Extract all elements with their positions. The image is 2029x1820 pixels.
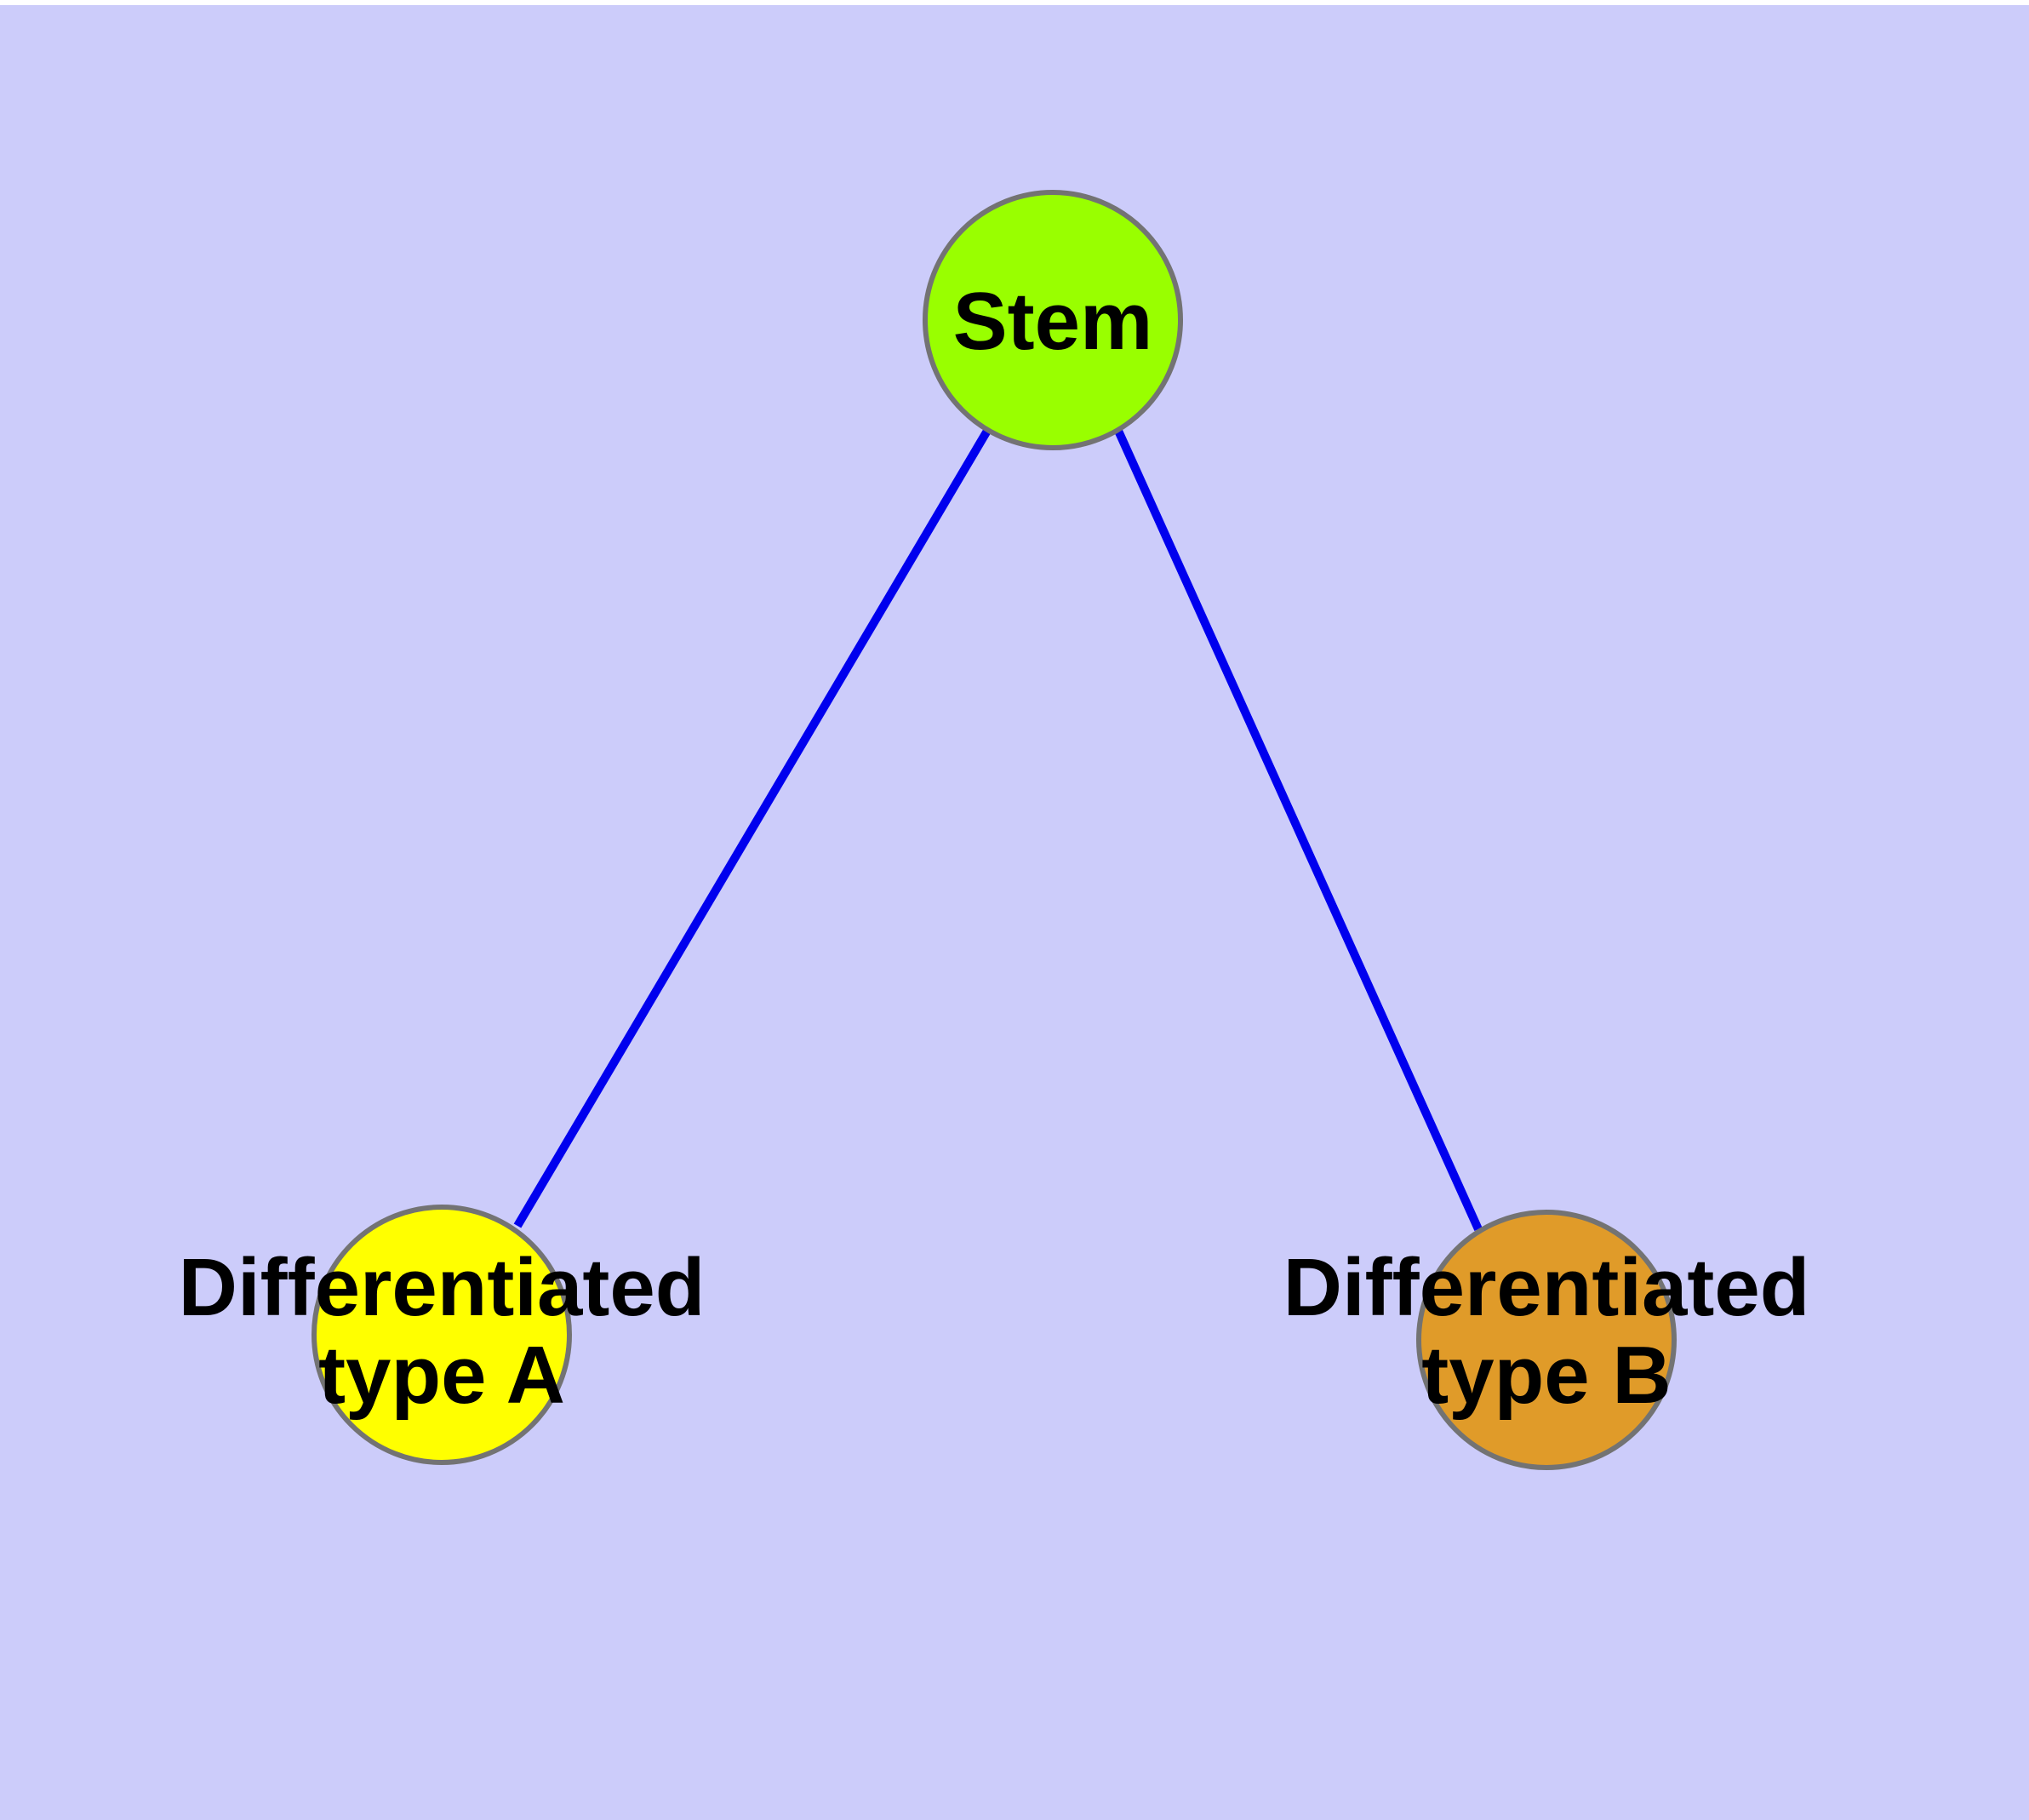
- node-differentiated-type-a-circle[interactable]: [311, 1205, 572, 1465]
- label-layer: Stem Differentiated type A Differentiate…: [179, 276, 1810, 1421]
- node-differentiated-type-a[interactable]: [311, 1205, 572, 1465]
- node-differentiated-type-b-label-line1: Differentiated: [1283, 1242, 1810, 1333]
- node-stem-label: Stem: [953, 276, 1153, 367]
- edge-layer: [513, 428, 1483, 1232]
- node-layer: [311, 190, 1677, 1470]
- edge-stem-to-differentiated-type-b[interactable]: [1114, 428, 1483, 1232]
- node-differentiated-type-b-circle[interactable]: [1416, 1210, 1677, 1470]
- node-differentiated-type-a-label-line1: Differentiated: [179, 1242, 706, 1333]
- node-differentiated-type-b[interactable]: [1416, 1210, 1677, 1470]
- node-stem-circle[interactable]: [923, 190, 1183, 450]
- edge-stem-to-differentiated-type-a[interactable]: [513, 428, 992, 1228]
- node-differentiated-type-b-label-line2: type B: [1421, 1330, 1671, 1421]
- node-differentiated-type-a-label-line2: type A: [318, 1330, 565, 1421]
- node-stem[interactable]: [923, 190, 1183, 450]
